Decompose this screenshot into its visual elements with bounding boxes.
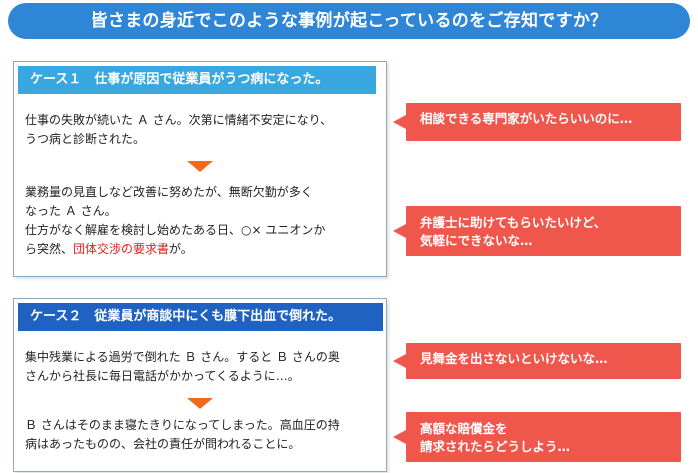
bubble-4-line-1: 高額な賠償金を [420,421,508,436]
bubble-2-line-1: 弁護士に助けてもらいたいけど、 [420,215,607,230]
case-1-paragraph-2: 業務量の見直しなど改善に努めたが、無断欠勤が多く なった Ａ さん。 仕方がなく… [25,183,383,259]
down-arrow-icon [187,398,213,409]
bubble-4-line-2: 請求されたらどうしよう… [420,439,571,454]
case-1-p1-line-1: 仕事の失敗が続いた Ａ さん。次第に情緒不安定になり、 [25,113,333,127]
page-header: 皆さまの身近でこのような事例が起こっているのをご存知ですか？ [8,3,690,39]
case-1-p2-line-4-end: が。 [169,242,193,256]
case-2-box: ケース２ 従業員が商談中にくも膜下出血で倒れた。 集中残業による過労で倒れた Ｂ… [13,298,387,472]
speech-bubble-2: 弁護士に助けてもらいたいけど、 気軽にできないな… [393,206,681,256]
case-1-paragraph-1: 仕事の失敗が続いた Ａ さん。次第に情緒不安定になり、 うつ病と診断された。 [25,111,383,149]
speech-bubble-4: 高額な賠償金を 請求されたらどうしよう… [393,412,681,462]
case-1-p2-line-2: なった Ａ さん。 [25,204,117,218]
case-2-paragraph-1: 集中残業による過労で倒れた Ｂ さん。すると Ｂ さんの奥 さんから社長に毎日電… [25,348,383,386]
bubble-1-line-1: 相談できる専門家がいたらいいのに… [420,111,633,126]
case-2-p1-line-2: さんから社長に毎日電話がかかってくるように…。 [25,369,300,383]
speech-bubble-1: 相談できる専門家がいたらいいのに… [393,103,681,141]
page-title: 皆さまの身近でこのような事例が起こっているのをご存知ですか？ [90,11,608,31]
down-arrow-icon [187,161,213,172]
case-1-p2-line-4: ら突然、団体交渉の要求書が。 [25,240,383,259]
case-2-p1-line-1: 集中残業による過労で倒れた Ｂ さん。すると Ｂ さんの奥 [25,350,340,364]
case-1-p2-line-1: 業務量の見直しなど改善に努めたが、無断欠勤が多く [25,185,313,199]
bubble-2-line-2: 気軽にできないな… [420,233,533,248]
case-2-p2-line-1: Ｂ さんはそのまま寝たきりになってしまった。高血圧の持 [25,418,340,432]
case-2-p2-line-2: 病はあったものの、会社の責任が問われることに。 [25,437,301,451]
collective-bargaining-highlight: 団体交渉の要求書 [73,242,170,256]
case-1-p2-line-3: 仕方がなく解雇を検討し始めたある日、○× ユニオンか [25,223,326,237]
case-2-paragraph-2: Ｂ さんはそのまま寝たきりになってしまった。高血圧の持 病はあったものの、会社の… [25,416,383,454]
case-2-title: ケース２ 従業員が商談中にくも膜下出血で倒れた。 [18,303,383,331]
case-1-title: ケース１ 仕事が原因で従業員がうつ病になった。 [18,66,376,94]
case-1-p1-line-2: うつ病と診断された。 [25,132,146,146]
case-1-p2-line-4-start: ら突然、 [25,242,74,256]
speech-bubble-3: 見舞金を出さないといけないな… [393,343,681,379]
case-1-box: ケース１ 仕事が原因で従業員がうつ病になった。 仕事の失敗が続いた Ａ さん。次… [13,61,387,277]
bubble-3-line-1: 見舞金を出さないといけないな… [420,351,608,366]
